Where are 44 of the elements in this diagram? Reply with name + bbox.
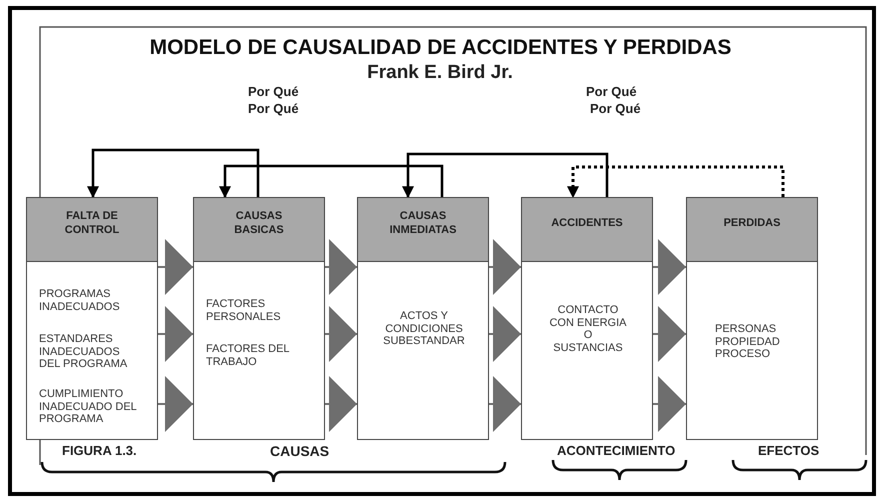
chevron-arrow bbox=[489, 376, 521, 432]
feedback-arrow bbox=[219, 164, 444, 198]
chevron-arrow bbox=[158, 239, 193, 295]
stage-box bbox=[357, 197, 489, 440]
why-label: Por Qué bbox=[590, 101, 641, 116]
body-text: PERSONAS PROPIEDAD PROCESO bbox=[715, 323, 781, 360]
stage-box bbox=[26, 197, 158, 440]
why-label: Por Qué bbox=[248, 101, 299, 116]
chevron-arrow bbox=[158, 306, 193, 362]
why-label: Por Qué bbox=[248, 84, 299, 99]
chevron-arrow bbox=[489, 239, 521, 295]
stage-box bbox=[193, 197, 325, 440]
body-text: FACTORES PERSONALES bbox=[206, 298, 282, 323]
chevron-arrow bbox=[325, 239, 357, 295]
chevron-arrow bbox=[158, 376, 193, 432]
group-label: EFECTOS bbox=[758, 443, 820, 458]
stage-header: CAUSAS INMEDIATAS bbox=[358, 198, 488, 262]
body-text: CUMPLIMIENTO INADECUADO DEL PROGRAMA bbox=[39, 388, 138, 426]
title: MODELO DE CAUSALIDAD DE ACCIDENTES Y PERDIDAS bbox=[148, 36, 732, 60]
body-text: FACTORES DEL TRABAJO bbox=[206, 343, 290, 368]
feedback-arrow bbox=[402, 152, 608, 198]
feedback-arrow bbox=[567, 166, 784, 198]
why-label: Por Qué bbox=[586, 84, 637, 99]
body-text: CONTACTO CON ENERGIA O SUSTANCIAS bbox=[548, 304, 628, 354]
chevron-arrow bbox=[653, 306, 686, 362]
body-text: ACTOS Y CONDICIONES SUBESTANDAR bbox=[382, 310, 466, 348]
body-text: PROGRAMAS INADECUADOS bbox=[39, 288, 121, 313]
chevron-arrow bbox=[325, 376, 357, 432]
group-label: CAUSAS bbox=[270, 443, 330, 459]
chevron-arrow bbox=[653, 376, 686, 432]
figure-number: FIGURA 1.3. bbox=[62, 443, 137, 458]
stage-box bbox=[686, 197, 818, 440]
stage-header: FALTA DE CONTROL bbox=[27, 198, 157, 262]
chevron-arrow bbox=[489, 306, 521, 362]
body-text: ESTANDARES INADECUADOS DEL PROGRAMA bbox=[39, 333, 128, 370]
author-name: Frank E. Bird Jr. bbox=[366, 62, 514, 84]
chevron-arrow bbox=[325, 306, 357, 362]
stage-header: ACCIDENTES bbox=[522, 198, 652, 262]
chevron-arrow bbox=[653, 239, 686, 295]
stage-header: PERDIDAS bbox=[687, 198, 817, 262]
stage-header: CAUSAS BASICAS bbox=[194, 198, 324, 262]
feedback-arrow bbox=[87, 148, 260, 198]
stage-box bbox=[521, 197, 653, 440]
group-label: ACONTECIMIENTO bbox=[557, 443, 676, 458]
